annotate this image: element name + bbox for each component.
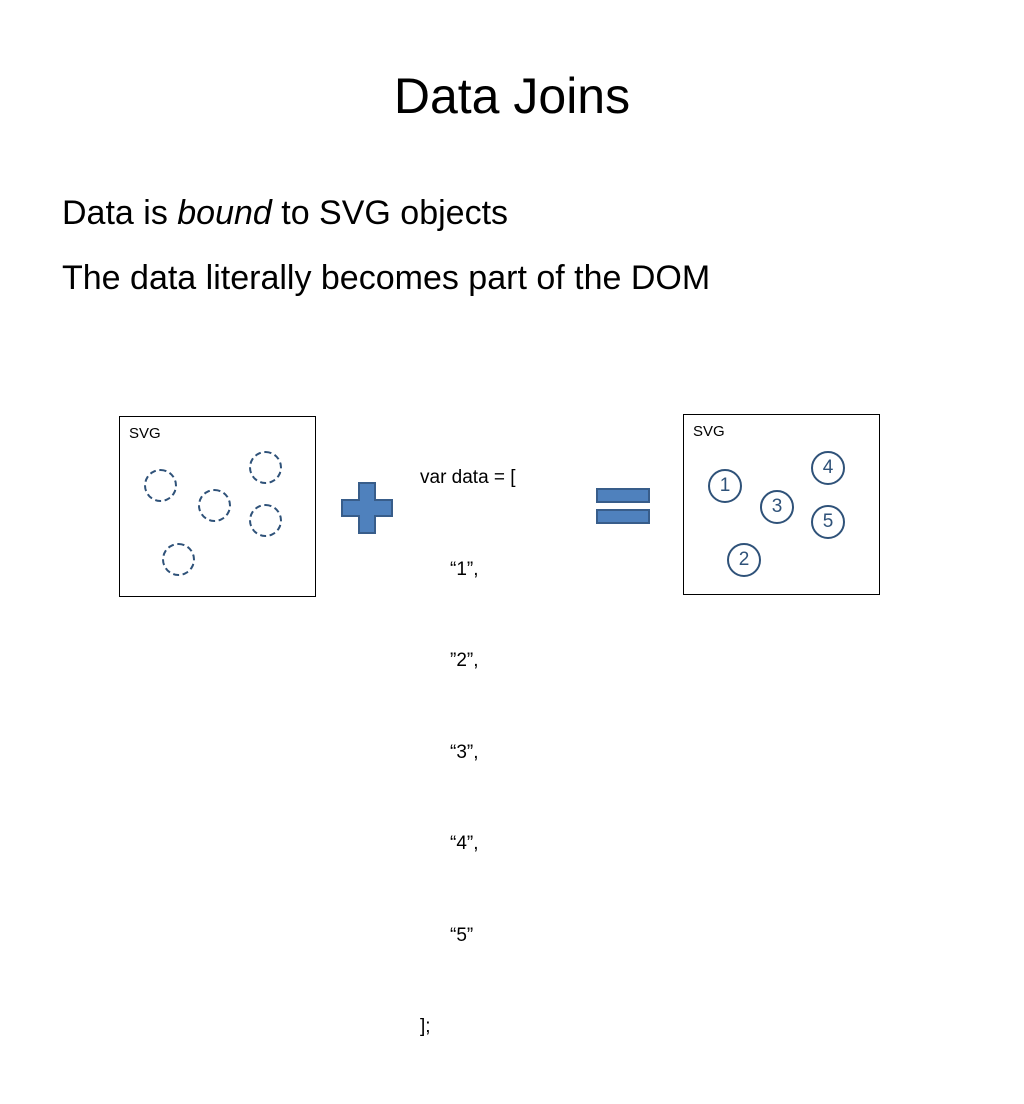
svg-box-left: SVG [119, 416, 316, 597]
bullet-1-text-before: Data is [62, 194, 178, 232]
data-circle-5: 5 [811, 505, 845, 539]
bullet-line-1: Data is bound to SVG objects [62, 192, 508, 234]
data-circle-2: 2 [727, 543, 761, 577]
equals-icon [596, 488, 650, 524]
empty-circle [249, 504, 282, 537]
bullet-1-emphasis: bound [177, 194, 272, 232]
code-item-line: “4”, [450, 833, 479, 854]
svg-box-right-label: SVG [693, 423, 725, 440]
code-open-line: var data = [ [420, 467, 516, 488]
plus-icon [341, 482, 393, 534]
bullet-line-2: The data literally becomes part of the D… [62, 259, 711, 297]
data-circle-1: 1 [708, 469, 742, 503]
data-circle-4: 4 [811, 451, 845, 485]
code-close-line: ]; [420, 1016, 431, 1037]
slide-title: Data Joins [393, 68, 631, 124]
code-item-line: “1”, [450, 558, 479, 580]
data-circle-3: 3 [760, 490, 794, 524]
empty-circle [198, 489, 231, 522]
code-item-line: “3”, [450, 741, 479, 763]
svg-box-left-label: SVG [129, 425, 161, 442]
empty-circle [162, 543, 195, 576]
code-block: var data = [ “1”, ”2”, “3”, “4”, “5” ]; [420, 402, 516, 1104]
empty-circle [249, 451, 282, 484]
svg-box-right: SVG 1 2 3 4 5 [683, 414, 880, 595]
code-item-line: “5” [450, 924, 474, 946]
empty-circle [144, 469, 177, 502]
bullet-1-text-after: to SVG objects [271, 194, 509, 232]
slide: Data Joins Data is bound to SVG objects … [62, 68, 880, 1037]
code-item-line: ”2”, [450, 650, 479, 671]
